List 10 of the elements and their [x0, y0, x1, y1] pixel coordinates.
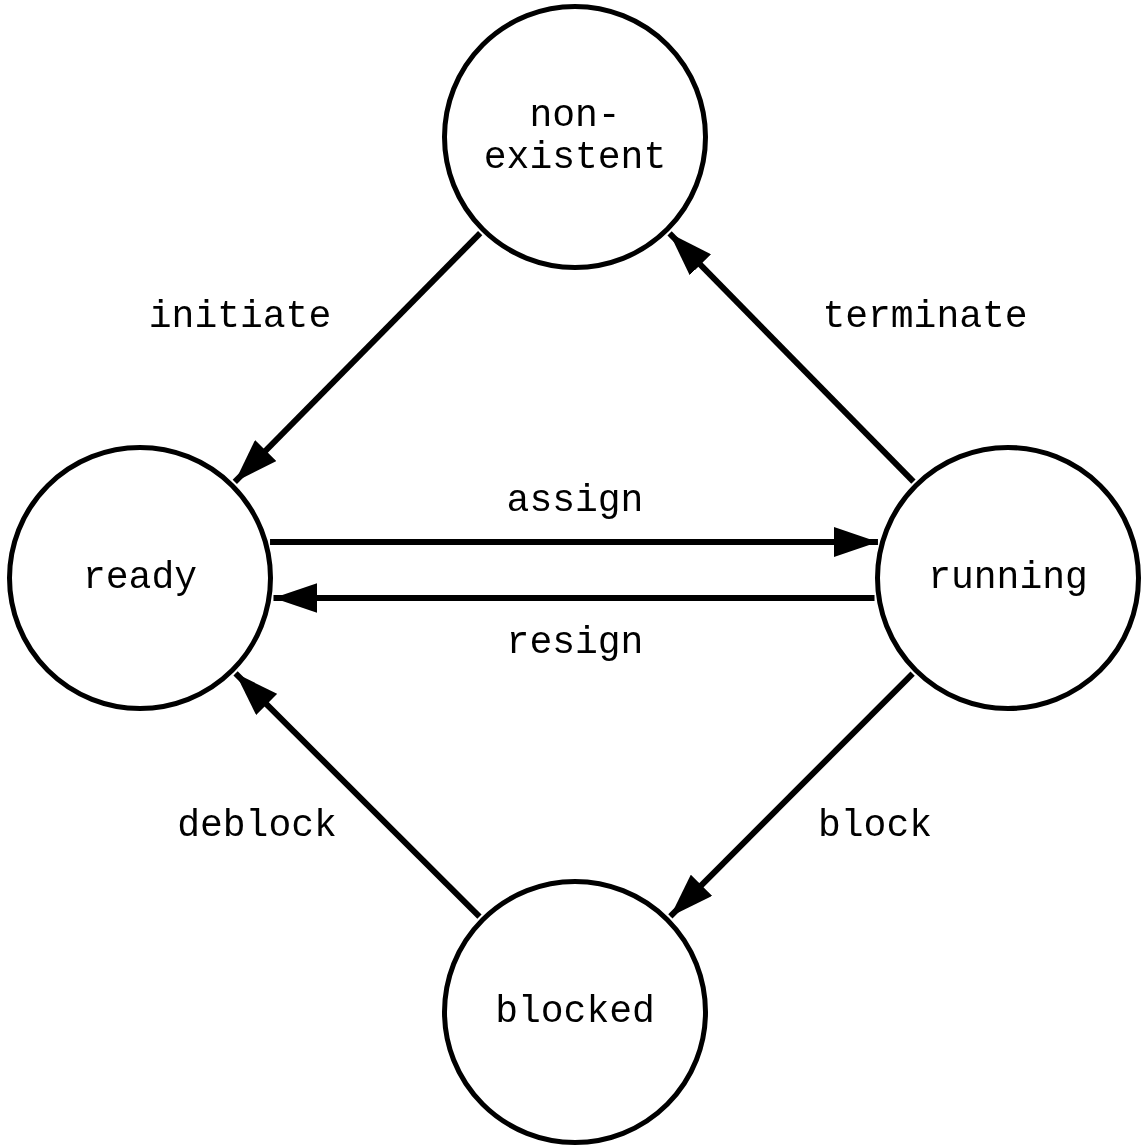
arrow [668, 671, 915, 919]
state-label: blocked [494, 991, 656, 1033]
arrow [233, 671, 482, 919]
arrow [270, 527, 878, 557]
arrow [232, 231, 483, 484]
state-label: ready [82, 557, 198, 599]
state-label: running [927, 557, 1089, 599]
arrow [667, 231, 916, 484]
state-label: non- existent [482, 95, 668, 179]
arrow [273, 583, 875, 613]
